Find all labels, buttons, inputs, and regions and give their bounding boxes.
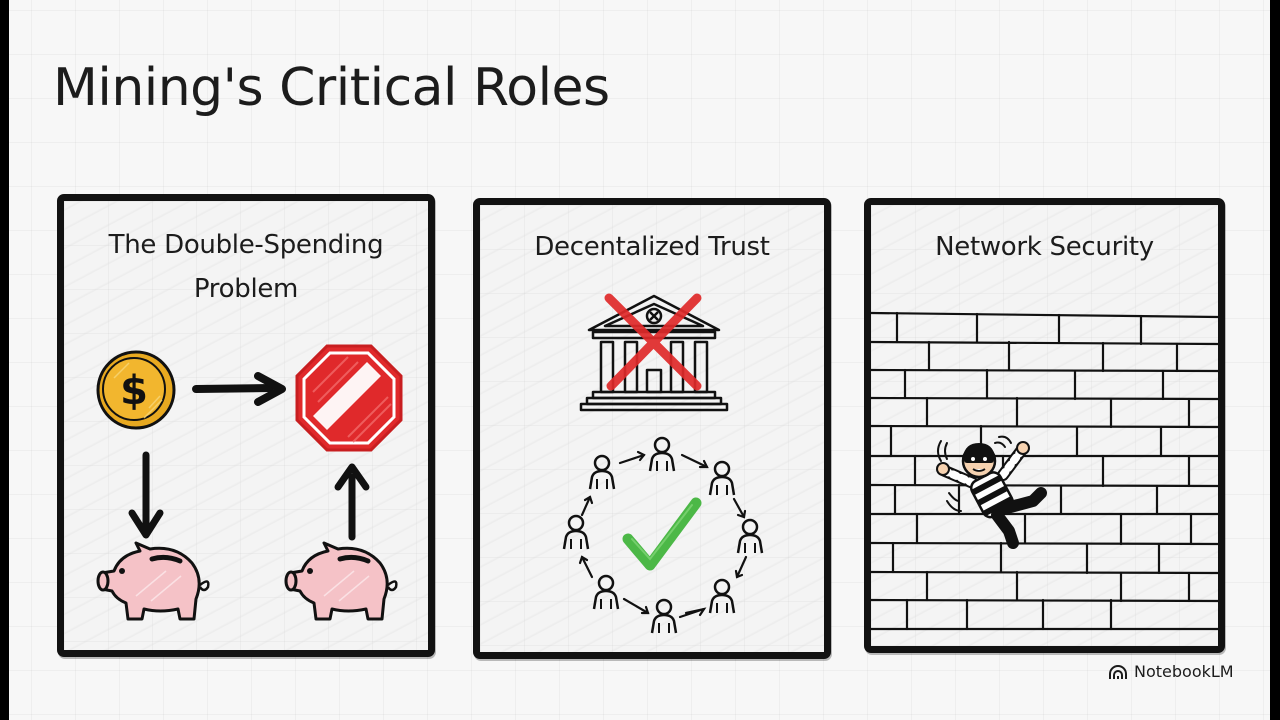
brand-label: NotebookLM — [1134, 662, 1234, 681]
peer-network-circle-icon — [562, 436, 764, 635]
arrow-right-icon — [192, 372, 286, 406]
panel-title: The Double-Spending Problem — [64, 223, 428, 311]
panel-network-security: Network Security — [864, 198, 1225, 653]
piggy-bank-icon — [96, 541, 210, 621]
piggy-bank-icon — [284, 541, 398, 621]
panel-decentralized-trust: Decentalized Trust — [473, 198, 831, 659]
gold-coin-dollar-icon: $ — [96, 350, 176, 430]
slide-title: Mining's Critical Roles — [53, 58, 610, 118]
notebooklm-brand: NotebookLM — [1108, 662, 1234, 681]
panel-title: Decentalized Trust — [534, 232, 770, 262]
green-checkmark-icon — [622, 497, 702, 571]
slide: Mining's Critical Roles The Double-Spend… — [9, 0, 1270, 720]
panel-double-spending: The Double-Spending Problem $ — [57, 194, 435, 657]
panel-title-line-1: The Double-Spending — [108, 230, 384, 260]
arrow-up-icon — [334, 463, 370, 541]
brick-wall-icon — [871, 311, 1218, 631]
notebooklm-logo-icon — [1109, 664, 1127, 679]
svg-text:$: $ — [120, 368, 148, 414]
panel-title: Network Security — [935, 232, 1154, 262]
stop-sign-icon — [295, 344, 403, 452]
bank-building-crossed-out-icon — [579, 293, 729, 412]
panel-title-line-2: Problem — [193, 274, 299, 304]
burglar-bouncing-off-wall-icon — [936, 435, 1047, 549]
arrow-down-icon — [128, 451, 164, 539]
